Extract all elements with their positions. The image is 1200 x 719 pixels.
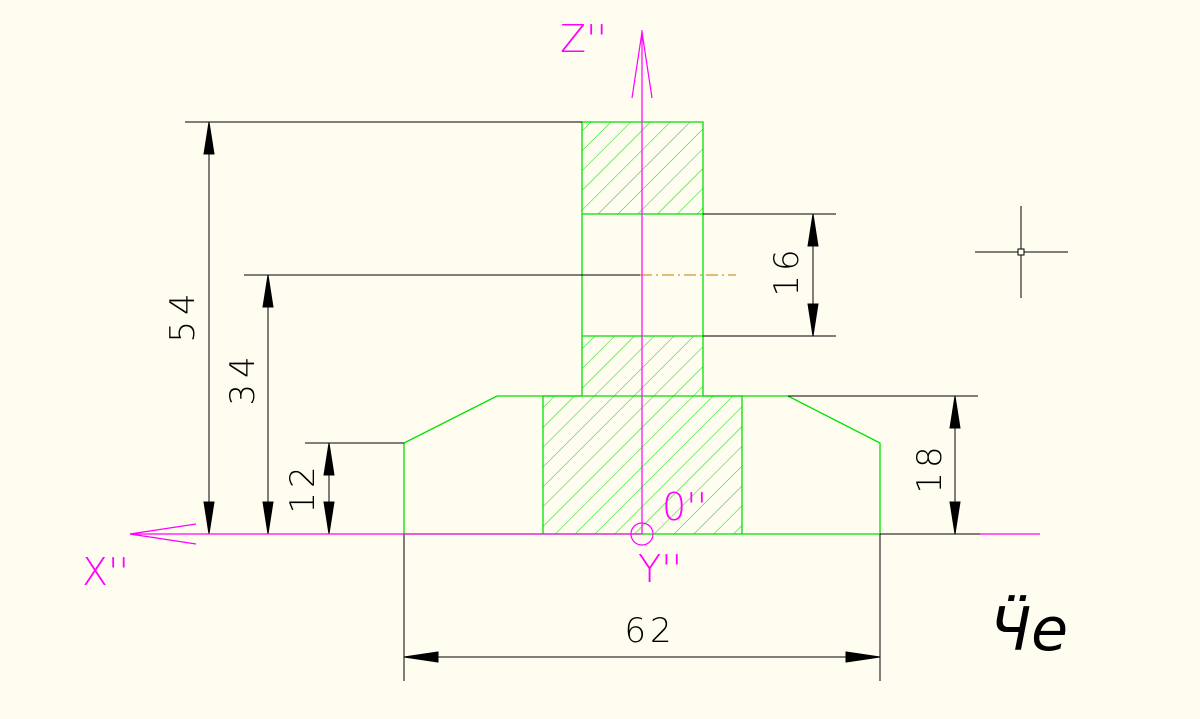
arrow-54-bottom bbox=[203, 501, 215, 535]
z-axis-label: Z'' bbox=[560, 17, 607, 61]
dim-62: 62 bbox=[624, 611, 675, 651]
z-axis-arrow bbox=[631, 31, 653, 99]
outline-left-collar[interactable] bbox=[403, 395, 582, 534]
x-axis-label: X'' bbox=[82, 550, 129, 594]
coordinate-axes[interactable] bbox=[129, 30, 1040, 546]
crosshair-cursor-icon bbox=[975, 206, 1068, 298]
dim-18: 18 bbox=[910, 442, 950, 493]
axis-labels: Z'' X'' Y'' 0'' bbox=[82, 17, 707, 594]
dim-16: 16 bbox=[767, 245, 807, 296]
arrow-12-top bbox=[323, 442, 335, 476]
x-axis-arrow bbox=[129, 523, 197, 545]
dim-34: 34 bbox=[223, 350, 263, 405]
part-outline[interactable] bbox=[403, 121, 881, 535]
origin-label: 0'' bbox=[662, 485, 707, 529]
dim-12: 12 bbox=[283, 462, 323, 513]
y-axis-label: Y'' bbox=[638, 547, 682, 591]
outline-right-collar[interactable] bbox=[703, 395, 881, 534]
dimension-texts: 54 34 12 16 18 62 bbox=[163, 245, 950, 651]
arrow-16-bottom bbox=[807, 303, 819, 337]
arrow-62-left bbox=[403, 651, 439, 663]
arrow-34-bottom bbox=[262, 501, 274, 535]
arrow-18-top bbox=[949, 395, 961, 429]
arrow-62-right bbox=[845, 651, 881, 663]
arrow-34-top bbox=[262, 274, 274, 308]
corner-annotation: Ӵe bbox=[990, 594, 1068, 665]
arrow-16-top bbox=[807, 213, 819, 247]
dimension-lines bbox=[203, 121, 961, 663]
arrow-18-bottom bbox=[949, 501, 961, 535]
dim-54: 54 bbox=[163, 287, 203, 342]
origin-marker[interactable] bbox=[630, 522, 654, 546]
arrow-12-bottom bbox=[323, 501, 335, 535]
arrow-54-top bbox=[203, 121, 215, 155]
